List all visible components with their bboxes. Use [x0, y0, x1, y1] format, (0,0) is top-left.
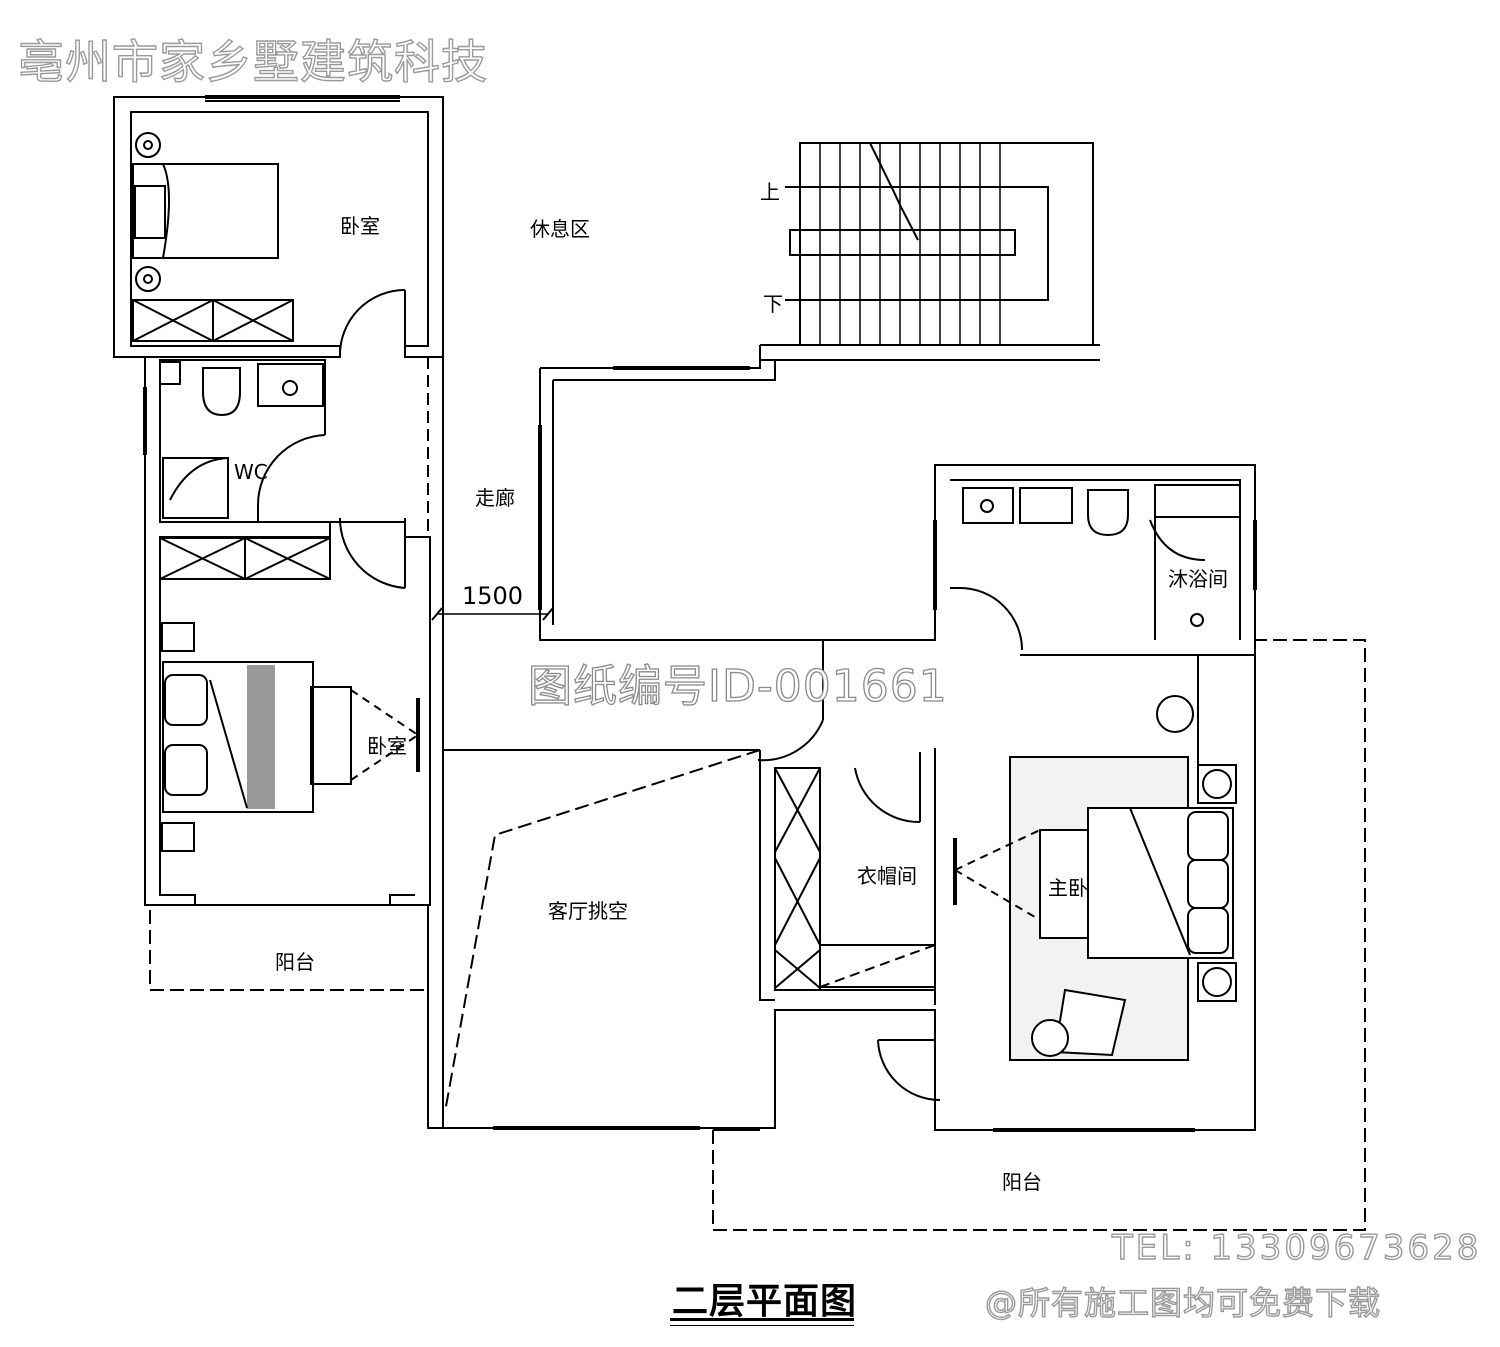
label-balcony-bottom: 阳台 [1002, 1170, 1042, 1194]
label-master-bedroom: 主卧 [1048, 876, 1088, 900]
dimension-label: 1500 [462, 582, 524, 610]
label-wc: WC [234, 460, 268, 484]
label-rest-area: 休息区 [530, 217, 590, 241]
title-underline-thin [670, 1325, 854, 1326]
title-underline [670, 1318, 854, 1321]
label-living-void: 客厅挑空 [548, 899, 628, 923]
label-bedroom-top: 卧室 [340, 214, 380, 238]
label-cloakroom: 衣帽间 [857, 864, 917, 888]
stairwell [799, 142, 1094, 346]
free-download-watermark: @所有施工图均可免费下载 [984, 1283, 1382, 1322]
company-watermark: 亳州市家乡墅建筑科技 [17, 34, 488, 89]
label-stair-up: 上 [760, 180, 780, 204]
label-shower-room: 沐浴间 [1168, 567, 1228, 591]
drawing-title: 二层平面图 [672, 1281, 858, 1322]
tel-watermark: TEL: 13309673628 [1111, 1227, 1482, 1268]
label-bedroom-left: 卧室 [367, 734, 407, 758]
label-balcony-left: 阳台 [275, 950, 315, 974]
drawing-id-watermark: 图纸编号ID-001661 [527, 660, 948, 712]
label-corridor: 走廊 [475, 486, 515, 510]
label-stair-down: 下 [763, 292, 783, 316]
